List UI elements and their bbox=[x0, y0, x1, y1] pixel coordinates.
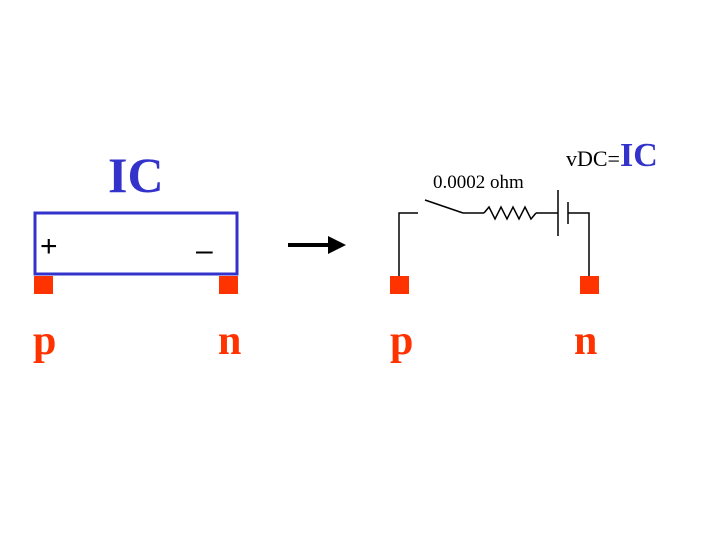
terminal-p-right[interactable] bbox=[390, 276, 409, 294]
ic-title: IC bbox=[108, 147, 164, 203]
switch-icon[interactable] bbox=[424, 199, 484, 214]
source-value: IC bbox=[620, 137, 658, 174]
equivalent-circuit: 0.0002 ohm vDC=IC p n bbox=[390, 137, 658, 364]
pin-label-n-right: n bbox=[574, 318, 597, 364]
pin-label-p-right: p bbox=[390, 318, 413, 364]
wire-left bbox=[398, 212, 418, 277]
terminal-n-right[interactable] bbox=[580, 276, 599, 294]
terminal-n-left[interactable] bbox=[219, 276, 238, 294]
source-label: vDC=IC bbox=[566, 137, 658, 174]
source-label-prefix: vDC= bbox=[566, 146, 620, 171]
resistor-icon[interactable] bbox=[483, 205, 537, 221]
ic-component: IC + – p n bbox=[33, 147, 241, 364]
minus-sign: – bbox=[196, 234, 213, 267]
ic-body[interactable] bbox=[33, 211, 239, 276]
pin-label-n-left: n bbox=[218, 318, 241, 364]
terminal-p-left[interactable] bbox=[34, 276, 53, 294]
resistor-label: 0.0002 ohm bbox=[433, 172, 524, 193]
pin-label-p-left: p bbox=[33, 318, 56, 364]
right-arrow-icon bbox=[288, 236, 346, 254]
plus-sign: + bbox=[40, 230, 58, 263]
wire-right bbox=[568, 212, 590, 277]
battery-icon[interactable] bbox=[557, 190, 569, 236]
